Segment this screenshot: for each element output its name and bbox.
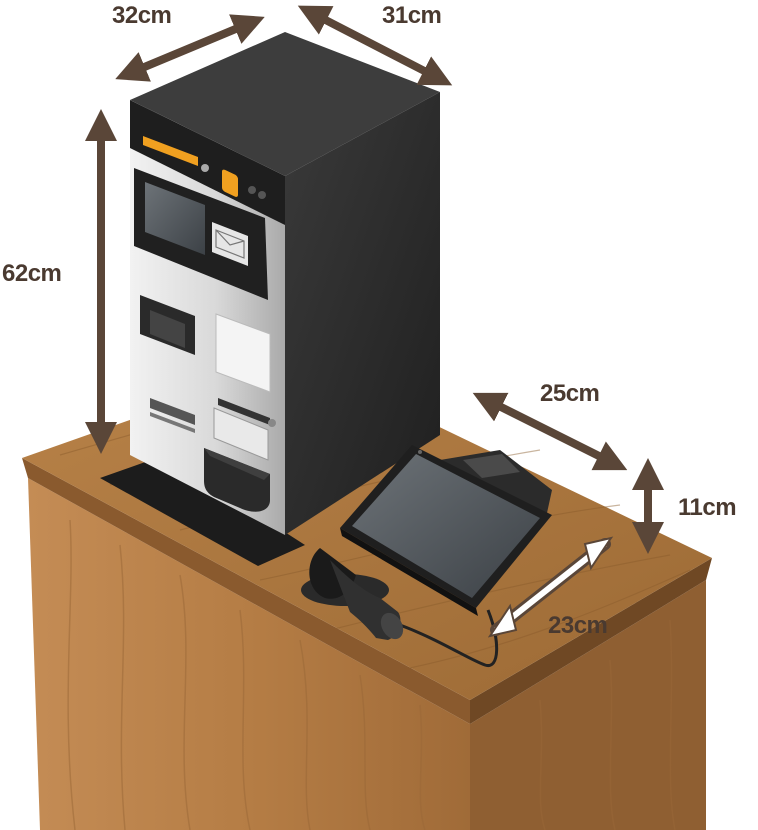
label-tablet-depth: 23cm [548, 612, 608, 639]
envelope-icon [215, 229, 245, 259]
scanner-cable [399, 609, 499, 667]
kiosk-control-panel [130, 100, 285, 225]
kiosk-display-screen [145, 182, 205, 255]
arrow-tablet-width [472, 392, 628, 471]
tablet-base [340, 528, 478, 616]
kiosk-base-plate [100, 455, 305, 566]
counter-top-edge-left [22, 458, 470, 724]
kiosk-card-slot [150, 398, 195, 425]
label-machine-height: 62cm [2, 260, 62, 287]
label-tablet-width: 25cm [540, 380, 600, 407]
coin-slot [143, 136, 198, 166]
arrow-machine-depth [297, 5, 453, 86]
label-tablet-height: 11cm [678, 494, 737, 521]
kiosk-info-panel [215, 313, 271, 393]
kiosk-right-side [285, 92, 440, 535]
kiosk-change-tray [204, 448, 270, 512]
label-machine-depth: 31cm [382, 2, 442, 29]
bill-insert-button [222, 169, 238, 197]
counter-top-edge-right [470, 558, 712, 724]
kiosk-card-reader [212, 222, 248, 266]
counter-front-left [28, 478, 470, 830]
arrow-tablet-depth [487, 536, 614, 638]
barcode-scanner [301, 548, 499, 667]
counter-front-right [470, 580, 706, 830]
indicator-light [201, 164, 209, 172]
kiosk-change-window [213, 407, 269, 461]
tablet-screen [352, 454, 540, 598]
pos-tablet [340, 445, 552, 616]
dimension-arrows [85, 5, 664, 554]
arrow-machine-width [115, 14, 265, 82]
label-machine-width: 32cm [112, 2, 172, 29]
